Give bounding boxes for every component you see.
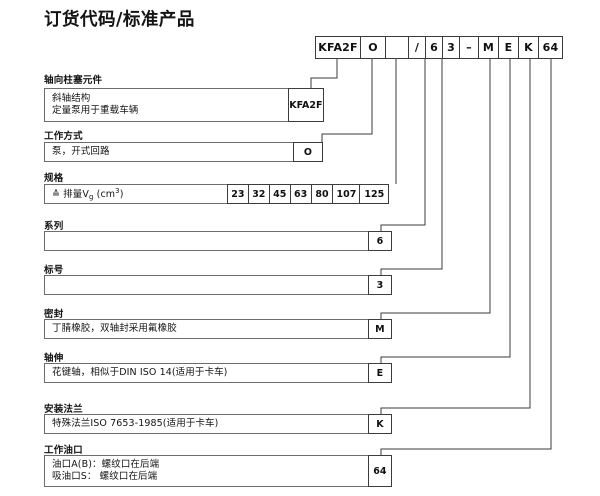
section-body: 油口A(B)：螺纹口在后端 吸油口S： 螺纹口在后端 64: [44, 455, 392, 487]
code-value: E: [367, 363, 392, 383]
size-cell: 45: [268, 184, 291, 204]
section-body: 3: [44, 275, 392, 295]
description-box: 斜轴结构 定量泵用于重载车辆: [44, 88, 289, 122]
description-line: 丁腈橡胶，双轴封采用氟橡胶: [52, 322, 177, 334]
description-line: 特殊法兰ISO 7653-1985(适用于卡车): [52, 417, 219, 429]
code-cell-7: M: [479, 37, 499, 58]
description-box: 特殊法兰ISO 7653-1985(适用于卡车): [44, 414, 369, 434]
code-value: K: [367, 414, 392, 434]
description-line: 斜轴结构: [52, 92, 91, 104]
description-line: ≙ 排量Vg (cm3): [52, 186, 124, 201]
section-label: 轴向柱塞元件: [44, 75, 103, 86]
section-label: 标号: [44, 265, 64, 276]
description-box: [44, 275, 369, 295]
code-cell-10: 64: [539, 37, 562, 58]
section-body: ≙ 排量Vg (cm3) 23 32 45 63 80 107 125: [44, 184, 390, 204]
section-label: 安装法兰: [44, 404, 83, 415]
section-body: 6: [44, 231, 392, 251]
code-value: 3: [367, 275, 392, 295]
size-cell: 23: [226, 184, 249, 204]
section-label: 密封: [44, 309, 64, 320]
code-cell-1: O: [361, 37, 386, 58]
code-value: O: [292, 142, 323, 162]
description-box: 泵，开式回路: [44, 142, 294, 162]
section-body: 丁腈橡胶，双轴封采用氟橡胶 M: [44, 319, 392, 339]
code-value: KFA2F: [287, 88, 324, 122]
code-cell-4: 6: [426, 37, 443, 58]
code-cell-0: KFA2F: [316, 37, 361, 58]
description-line: 泵，开式回路: [52, 145, 110, 157]
code-cell-9: K: [519, 37, 539, 58]
size-cell: 125: [359, 184, 390, 204]
description-line: 油口A(B)：螺纹口在后端: [52, 458, 160, 470]
section-label: 工作油口: [44, 445, 83, 456]
description-line: 吸油口S： 螺纹口在后端: [52, 471, 158, 482]
code-cell-8: E: [499, 37, 519, 58]
code-value: 6: [367, 231, 392, 251]
size-cell: 80: [310, 184, 334, 204]
code-cell-3: /: [409, 37, 426, 58]
description-box: ≙ 排量Vg (cm3): [44, 184, 228, 204]
description-box: 油口A(B)：螺纹口在后端 吸油口S： 螺纹口在后端: [44, 455, 369, 487]
size-cell: 107: [332, 184, 361, 204]
section-body: 泵，开式回路 O: [44, 142, 323, 162]
code-value: 64: [367, 455, 392, 487]
section-label: 规格: [44, 173, 64, 184]
section-label: 工作方式: [44, 131, 83, 142]
code-value: M: [367, 319, 392, 339]
description-box: 丁腈橡胶，双轴封采用氟橡胶: [44, 319, 369, 339]
description-box: [44, 231, 369, 251]
description-line: 定量泵用于重载车辆: [52, 105, 139, 116]
section-body: 特殊法兰ISO 7653-1985(适用于卡车) K: [44, 414, 392, 434]
description-box: 花键轴，相似于DIN ISO 14(适用于卡车): [44, 363, 369, 383]
description-line: 花键轴，相似于DIN ISO 14(适用于卡车): [52, 366, 228, 378]
section-body: 斜轴结构 定量泵用于重载车辆 KFA2F: [44, 88, 324, 122]
section-label: 系列: [44, 221, 64, 232]
code-cell-6: –: [460, 37, 479, 58]
code-cell-2: [386, 37, 409, 58]
code-cell-5: 3: [443, 37, 460, 58]
size-cell: 63: [289, 184, 312, 204]
size-cell: 32: [247, 184, 270, 204]
section-label: 轴伸: [44, 353, 64, 364]
section-body: 花键轴，相似于DIN ISO 14(适用于卡车) E: [44, 363, 392, 383]
page-title: 订货代码/标准产品: [44, 10, 195, 30]
